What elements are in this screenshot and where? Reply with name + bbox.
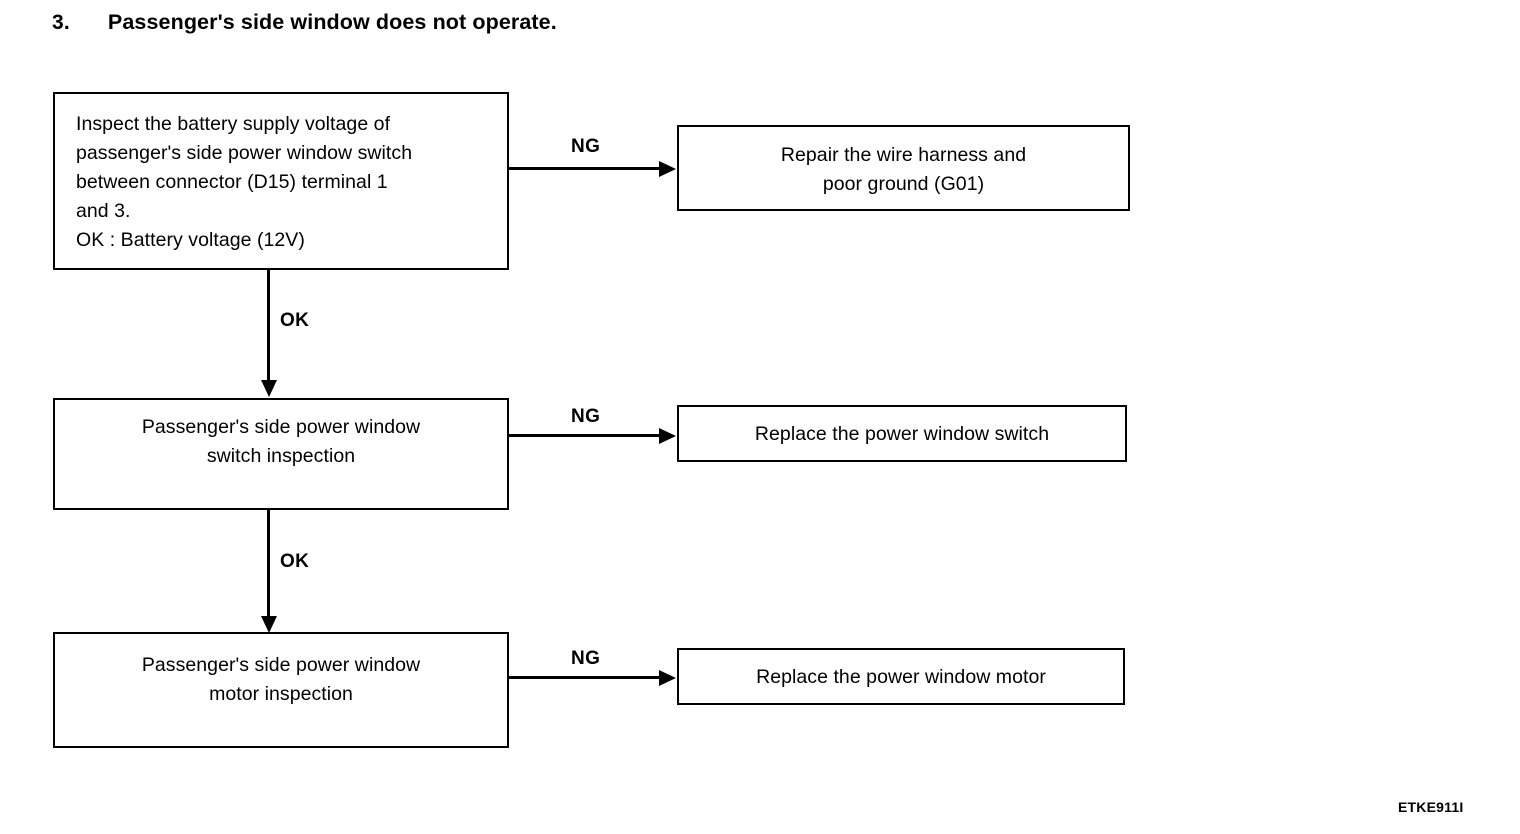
- flow-box-step-3-line-1: Passenger's side power window: [141, 654, 421, 676]
- flow-box-step-3: Passenger's side power window motor insp…: [53, 632, 509, 748]
- flow-box-step-1-line-1: Inspect the battery supply voltage of: [76, 113, 391, 135]
- flow-box-step-1-line-5: OK : Battery voltage (12V): [76, 229, 305, 251]
- branch-label-ng-3: NG: [571, 648, 601, 669]
- flow-box-step-2: Passenger's side power window switch ins…: [53, 398, 509, 510]
- connector-ok-2-arrowhead-icon: [260, 616, 277, 633]
- flow-box-step-1: Inspect the battery supply voltage of pa…: [53, 92, 509, 270]
- connector-ng-2-line: [509, 434, 661, 437]
- connector-ng-3-line: [509, 676, 661, 679]
- flow-box-step-3-text: Passenger's side power window motor insp…: [55, 651, 507, 709]
- connector-ok-1-arrowhead-icon: [260, 380, 277, 397]
- branch-label-ng-2: NG: [571, 406, 601, 427]
- connector-ng-3-arrowhead-icon: [659, 669, 676, 686]
- page-title-number: 3.: [52, 11, 70, 34]
- flow-box-result-2-text: Replace the power window switch: [679, 420, 1125, 449]
- flow-box-result-3: Replace the power window motor: [677, 648, 1125, 705]
- figure-reference-code: ETKE911I: [1398, 799, 1464, 815]
- flow-box-step-1-line-2: passenger's side power window switch: [76, 142, 413, 164]
- connector-ng-1-line: [509, 167, 661, 170]
- page-title-text: Passenger's side window does not operate…: [107, 10, 557, 34]
- flow-box-result-1: Repair the wire harness and poor ground …: [677, 125, 1130, 211]
- connector-ok-1-line: [267, 270, 270, 382]
- connector-ok-2-line: [267, 510, 270, 618]
- flow-box-step-1-line-3: between connector (D15) terminal 1: [76, 171, 388, 193]
- flow-box-step-2-text: Passenger's side power window switch ins…: [55, 413, 507, 471]
- branch-label-ok-2: OK: [280, 551, 310, 572]
- flow-box-result-1-text: Repair the wire harness and poor ground …: [679, 141, 1128, 199]
- connector-ng-1-arrowhead-icon: [659, 160, 676, 177]
- flow-box-result-2-line-1: Replace the power window switch: [754, 423, 1050, 445]
- page-title: 3. Passenger's side window does not oper…: [52, 10, 952, 42]
- flow-box-step-2-line-1: Passenger's side power window: [141, 416, 421, 438]
- flow-box-result-3-text: Replace the power window motor: [679, 663, 1123, 692]
- branch-label-ok-1: OK: [280, 310, 310, 331]
- flow-box-result-2: Replace the power window switch: [677, 405, 1127, 462]
- flow-box-step-2-line-2: switch inspection: [206, 445, 356, 467]
- flow-box-step-1-text: Inspect the battery supply voltage of pa…: [76, 110, 507, 255]
- flow-box-step-1-line-4: and 3.: [76, 200, 131, 222]
- branch-label-ng-1: NG: [571, 136, 601, 157]
- flow-box-result-3-line-1: Replace the power window motor: [756, 666, 1046, 688]
- flow-box-step-3-line-2: motor inspection: [209, 683, 353, 705]
- flow-box-result-1-line-1: Repair the wire harness and: [780, 144, 1027, 166]
- flow-box-result-1-line-2: poor ground (G01): [822, 173, 985, 195]
- connector-ng-2-arrowhead-icon: [659, 427, 676, 444]
